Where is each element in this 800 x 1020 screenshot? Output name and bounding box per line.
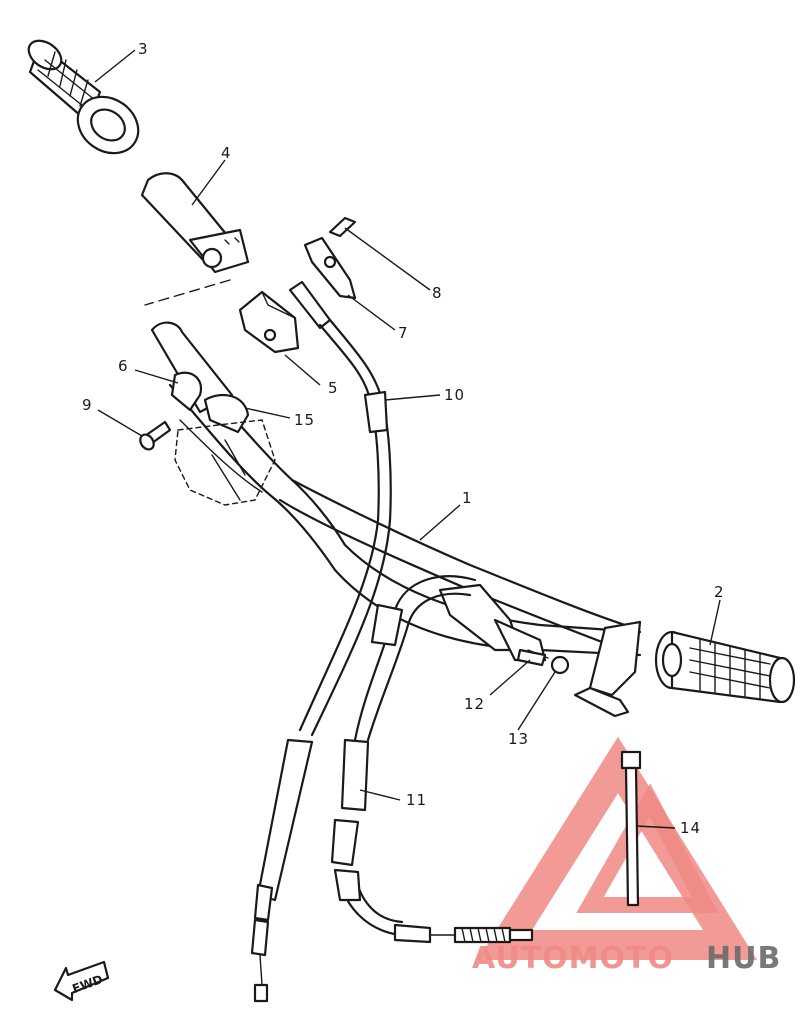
right-lever-perch	[573, 620, 642, 718]
callout-8: 8	[432, 284, 443, 302]
cable-tie	[620, 750, 642, 907]
callout-13: 13	[508, 730, 529, 748]
adjuster-bracket	[303, 216, 357, 300]
watermark-text: AUTOMOTO HUB	[472, 941, 781, 976]
callout-15: 15	[294, 411, 315, 429]
throttle-cable	[250, 280, 392, 1003]
callout-10: 10	[444, 386, 465, 404]
watermark-part2: HUB	[706, 941, 781, 976]
adjuster-nut	[516, 648, 547, 667]
callout-14: 14	[680, 819, 701, 837]
left-bar-end-assembly	[150, 321, 276, 506]
left-grip	[27, 39, 140, 155]
throttle-housing-assembly	[438, 583, 570, 675]
throttle-clamp	[238, 290, 300, 354]
callout-7: 7	[398, 324, 409, 342]
watermark-part1: AUTOMOTO	[472, 941, 674, 976]
callout-6: 6	[118, 357, 129, 375]
second-cable	[330, 575, 534, 944]
alignment-dash-line	[144, 279, 231, 306]
throttle-tube	[140, 172, 250, 274]
leader-lines	[94, 49, 721, 829]
callout-2: 2	[714, 583, 725, 601]
callout-1: 1	[462, 489, 473, 507]
callout-3: 3	[138, 40, 149, 58]
callout-labels: 1 2 3 4 5 6 7 8 9 10 11 12 13 14 15	[82, 40, 725, 837]
callout-11: 11	[406, 791, 427, 809]
callout-4: 4	[221, 144, 232, 162]
watermark-logo	[477, 736, 757, 960]
right-grip	[654, 630, 796, 704]
callout-5: 5	[328, 379, 339, 397]
screw	[139, 420, 172, 451]
fwd-direction-marker: FWD	[53, 960, 110, 1002]
callout-9: 9	[82, 396, 93, 414]
callout-12: 12	[464, 695, 485, 713]
watermark-triangle-inner	[576, 783, 719, 913]
